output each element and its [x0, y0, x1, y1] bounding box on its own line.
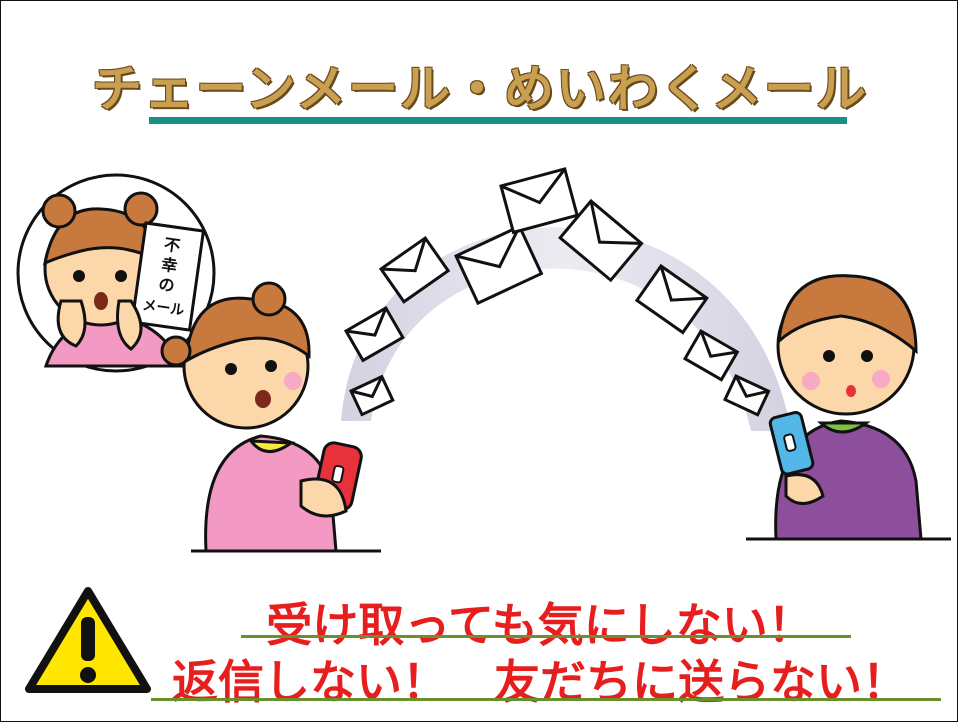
envelope-icon — [454, 224, 544, 306]
page-title: チェーンメール・めいわくメール — [92, 60, 868, 118]
envelope-icon — [378, 235, 451, 304]
phone-icon — [768, 411, 815, 476]
envelopes — [343, 167, 771, 417]
title-underline — [149, 117, 847, 124]
envelope-icon — [499, 167, 580, 235]
envelope-icon — [349, 374, 395, 417]
message-underline — [241, 635, 851, 638]
envelope-icon — [682, 328, 740, 382]
illustration: 不 幸 の メール — [16, 167, 951, 553]
note-card-line: 不 — [163, 235, 182, 256]
warning-triangle-icon — [25, 587, 151, 693]
warning-message-line1: 受け取っても気にしない！ — [266, 598, 814, 652]
note-card-line: の — [157, 274, 176, 295]
envelope-icon — [558, 198, 644, 283]
envelope-icon — [343, 305, 405, 363]
message-underline — [151, 698, 941, 701]
boy-character — [746, 274, 951, 541]
envelope-icon — [634, 263, 709, 335]
note-card-line: 幸 — [160, 255, 179, 276]
girl-character — [160, 281, 381, 553]
note-card-line: メール — [141, 297, 185, 319]
inset-bubble: 不 幸 の メール — [16, 173, 216, 373]
warning-message-line2: 返信しない！ 友だちに送らない！ — [172, 655, 908, 709]
envelope-icon — [723, 374, 771, 417]
note-card: 不 幸 の メール — [130, 221, 206, 332]
